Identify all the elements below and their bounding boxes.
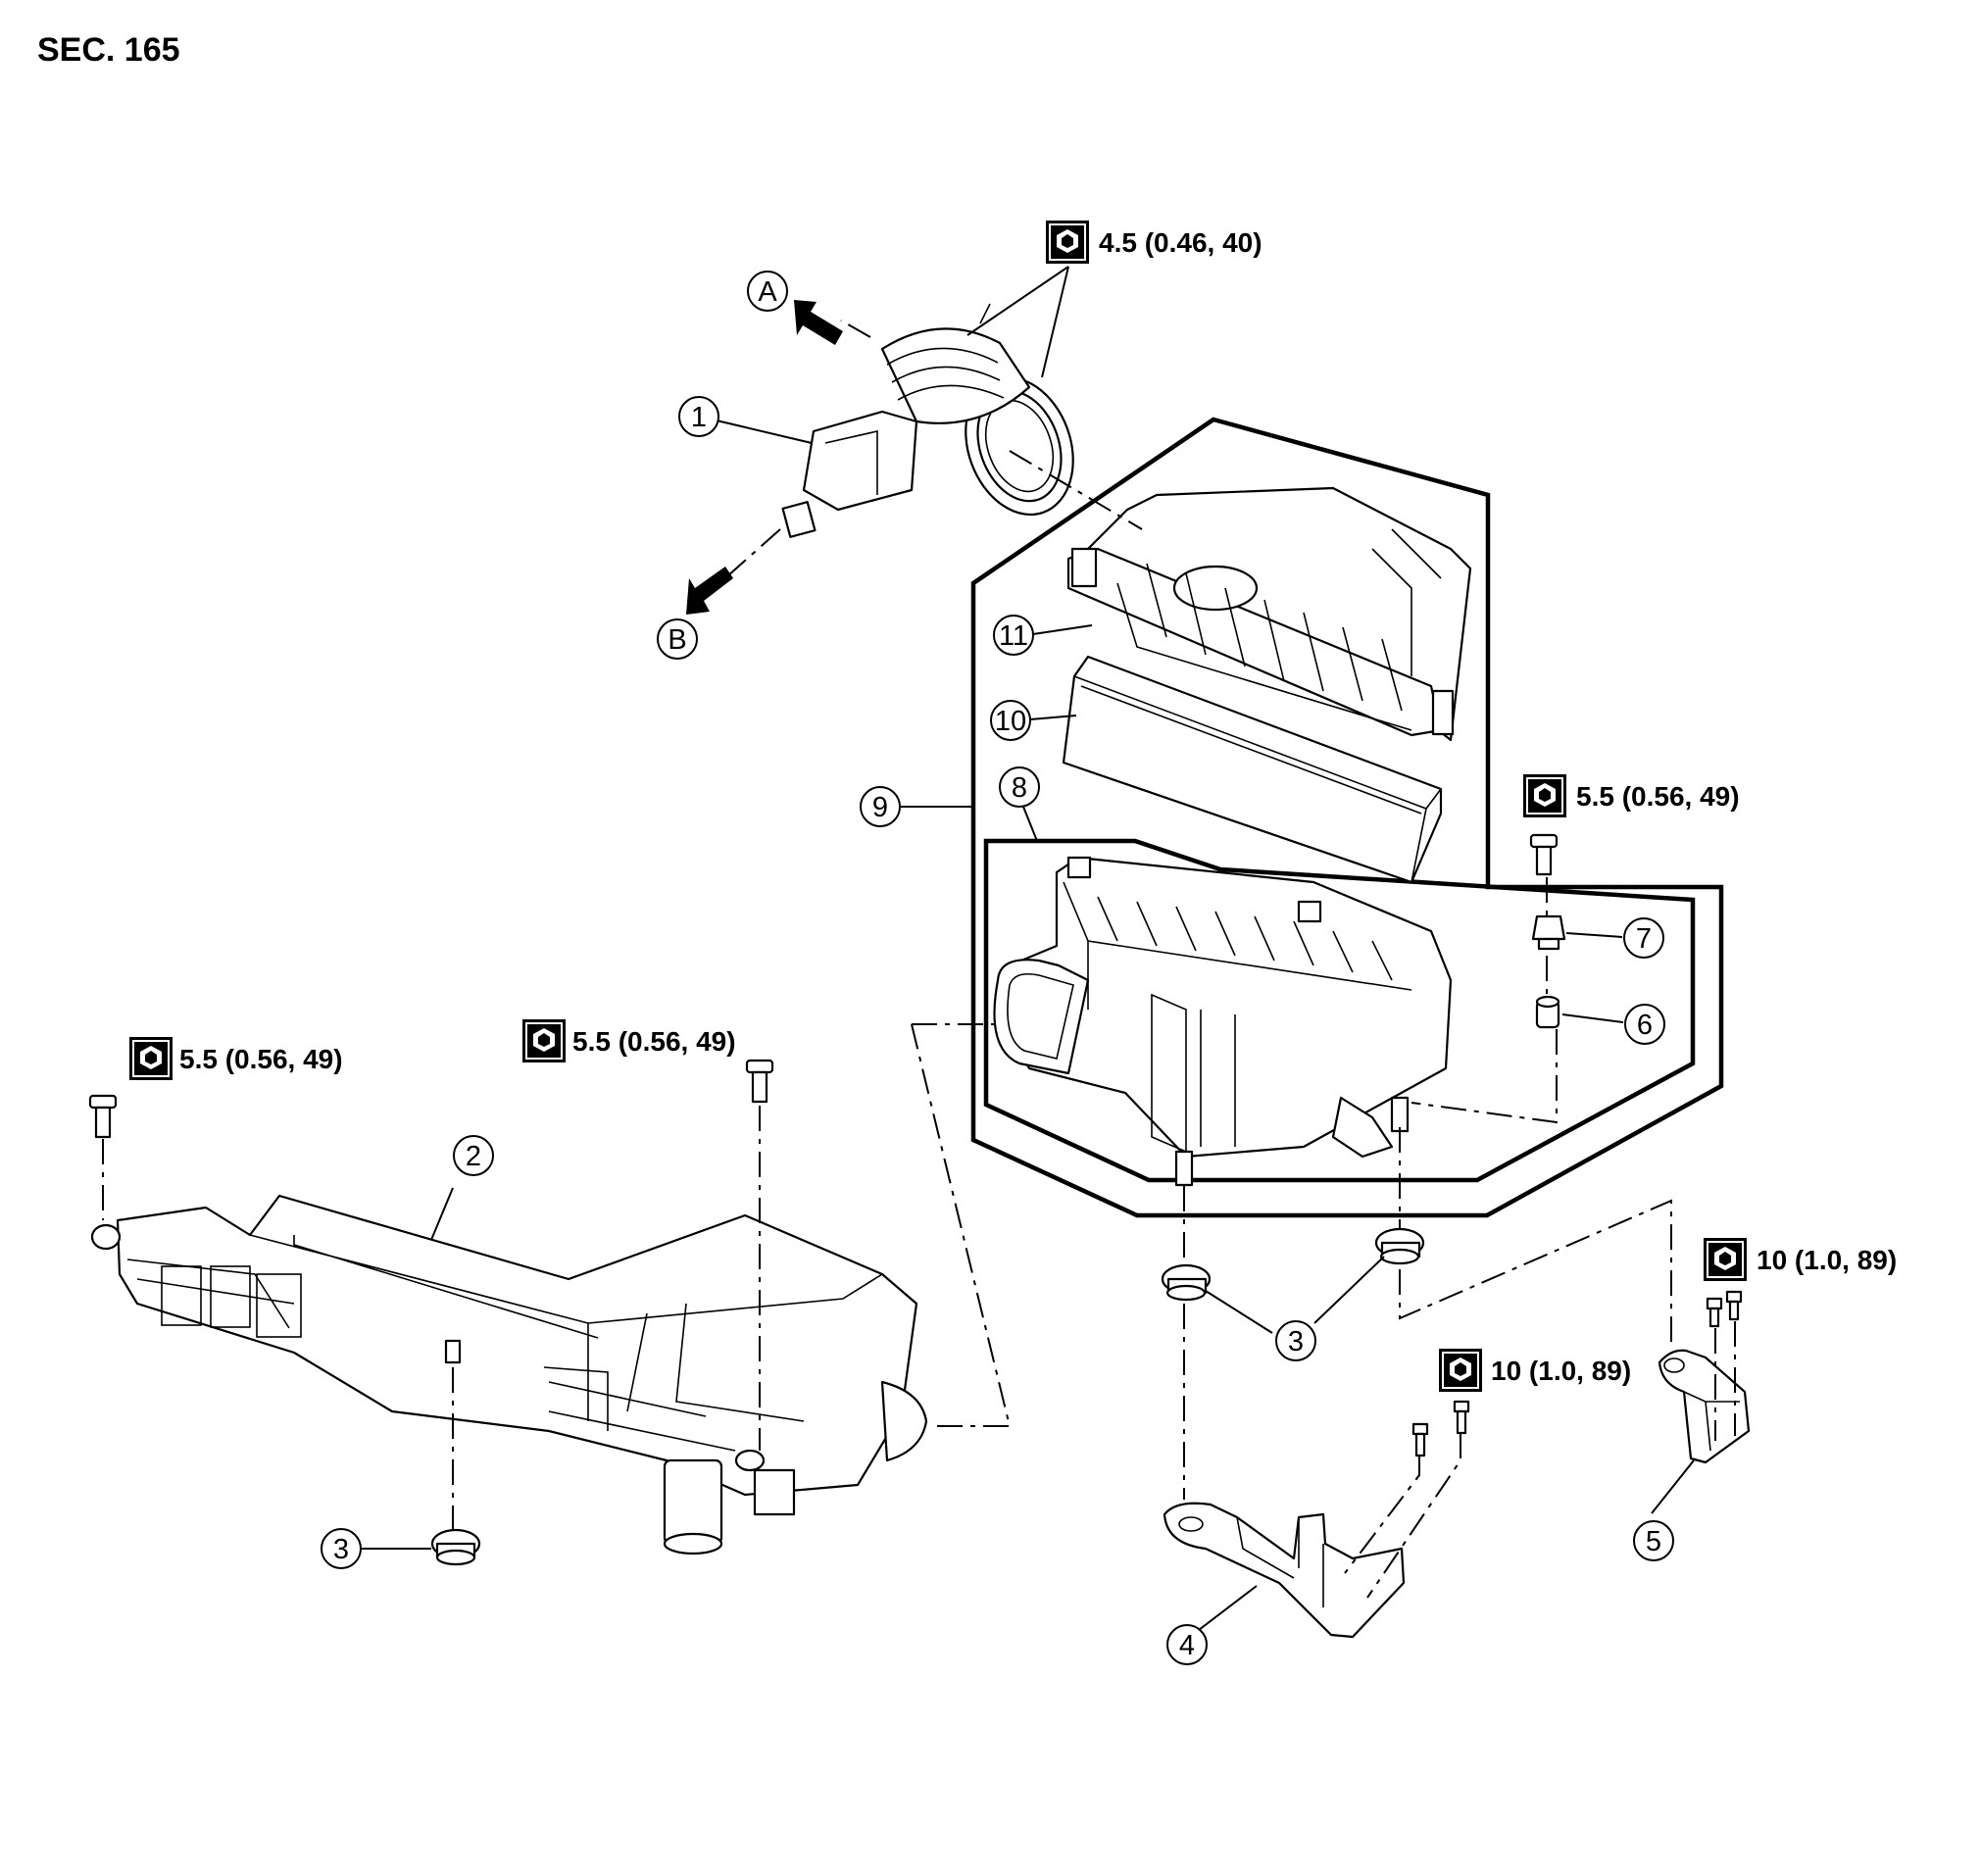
torque-wrench-icon [1523,774,1566,817]
leader-lines [359,266,1695,1631]
air-duct-part-2 [90,1194,928,1555]
assembly-9-frame [970,417,1724,1218]
torque-wrench-icon [522,1019,566,1062]
svg-text:7: 7 [1636,923,1652,955]
lower-case-part-8 [993,856,1453,1187]
torque-spec-maf-clamp: 4.5 (0.46, 40) [1046,221,1262,264]
callout-5: 5 [1633,1520,1674,1561]
bolt-cover-7 [1529,833,1559,876]
torque-value: 10 (1.0, 89) [1757,1245,1897,1275]
callout-6: 6 [1624,1004,1665,1045]
callout-3-left: 3 [321,1528,362,1569]
torque-value: 5.5 (0.56, 49) [179,1044,343,1074]
torque-wrench-icon [1046,221,1089,264]
callout-7: 7 [1623,917,1664,959]
callout-11: 11 [993,615,1034,656]
centerlines [102,320,1736,1599]
callout-3-center: 3 [1275,1320,1316,1361]
filter-element-part-10 [1062,655,1443,884]
torque-spec-bracket-5: 10 (1.0, 89) [1704,1238,1897,1281]
bolt-left-duct [88,1094,118,1139]
callout-9: 9 [860,786,901,827]
callout-2: 2 [453,1135,494,1176]
air-cleaner-cover-part-11 [1066,486,1472,742]
bolt-duct-center [745,1059,774,1104]
callout-4: 4 [1166,1624,1208,1665]
torque-value: 5.5 (0.56, 49) [1576,781,1740,812]
svg-text:A: A [758,276,777,308]
arrow-b-icon [686,567,733,615]
bracket-part-5 [1658,1290,1751,1464]
torque-spec-bracket-4: 10 (1.0, 89) [1439,1349,1631,1392]
svg-text:9: 9 [872,792,888,823]
grommet-3-center [1161,1263,1212,1302]
grommet-7 [1531,914,1566,951]
collar-6 [1535,995,1560,1029]
callout-1: 1 [678,396,719,437]
grommet-3-left [430,1528,481,1566]
svg-text:1: 1 [691,402,707,433]
svg-text:3: 3 [333,1534,349,1565]
grommet-3-right [1374,1227,1425,1265]
svg-text:3: 3 [1288,1326,1304,1358]
svg-text:6: 6 [1637,1010,1653,1041]
svg-text:5: 5 [1646,1526,1661,1557]
torque-wrench-icon [1439,1349,1482,1392]
torque-wrench-icon [1704,1238,1747,1281]
torque-spec-cover-bolt: 5.5 (0.56, 49) [1523,774,1740,817]
svg-text:8: 8 [1012,772,1027,804]
svg-text:10: 10 [995,706,1026,737]
assembly-8-frame [983,838,1696,1183]
svg-text:B: B [668,624,686,656]
callout-10: 10 [990,700,1031,741]
callout-b: B [657,618,698,660]
torque-value: 5.5 (0.56, 49) [572,1026,736,1057]
torque-value: 4.5 (0.46, 40) [1099,227,1262,258]
torque-value: 10 (1.0, 89) [1491,1356,1631,1386]
svg-text:4: 4 [1179,1630,1195,1661]
torque-spec-duct-left: 5.5 (0.56, 49) [129,1037,343,1080]
torque-spec-duct-center: 5.5 (0.56, 49) [522,1019,736,1062]
callout-8: 8 [999,766,1040,808]
svg-text:2: 2 [466,1141,481,1172]
maf-sensor-part-1 [781,303,1074,538]
section-title: SEC. 165 [37,31,180,69]
svg-text:11: 11 [999,620,1028,652]
torque-wrench-icon [129,1037,173,1080]
callout-a: A [747,271,788,312]
arrow-a-icon [794,300,843,345]
bracket-part-4 [1163,1400,1470,1639]
